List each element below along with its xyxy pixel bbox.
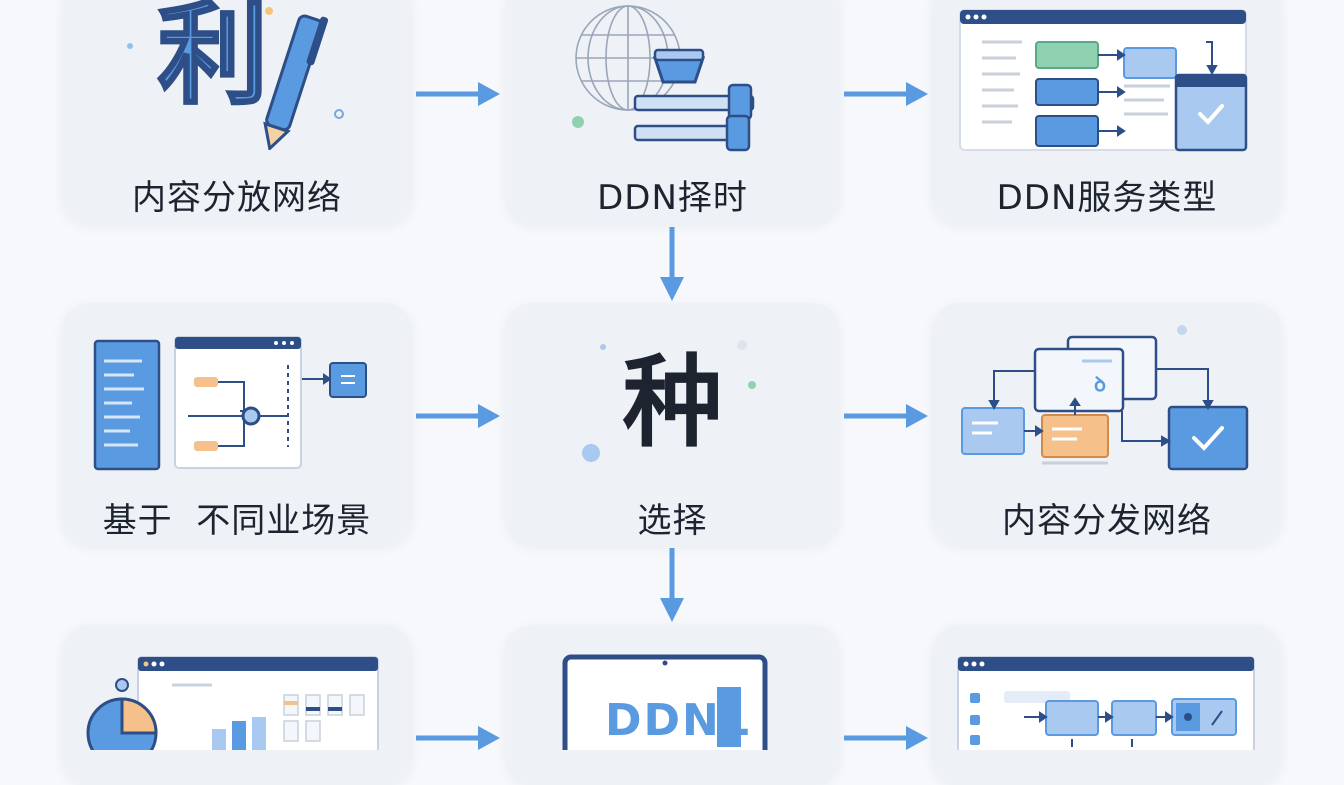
monitor-icon	[562, 654, 768, 750]
arrow-right-icon	[844, 404, 928, 428]
card-label: DDN服务类型	[996, 178, 1218, 218]
card-selection: 种 选择	[505, 303, 840, 546]
workflow-window-icon	[959, 9, 1248, 152]
card-label: DDN择时	[597, 178, 748, 218]
card-pipeline-window	[932, 625, 1282, 785]
arrow-right-icon	[416, 404, 500, 428]
card-analytics-dashboard	[62, 625, 412, 785]
card-content-delivery-network: ꝺ 内容分发网络	[932, 303, 1282, 546]
card-label: 内容分发网络	[1002, 501, 1212, 541]
chart-dashboard-icon	[86, 656, 379, 750]
arrow-down-icon	[660, 227, 684, 301]
monitor-screen-text: DDNL	[605, 695, 751, 746]
pen-icon	[127, 7, 344, 150]
flowchart-check-icon: ꝺ	[961, 325, 1249, 471]
decorative-dots	[582, 340, 756, 462]
card-content-network-pen: 利 内容分放网络	[62, 0, 412, 225]
pipeline-window-icon	[957, 656, 1255, 750]
arrow-right-icon	[416, 82, 500, 106]
arrow-right-icon	[844, 726, 928, 750]
card-ddn-monitor: DDNL	[505, 625, 840, 785]
card-label: 内容分放网络	[132, 178, 342, 218]
arrow-right-icon	[844, 82, 928, 106]
arrow-right-icon	[416, 726, 500, 750]
branching-flow-icon	[93, 336, 367, 471]
card-label: 选择	[637, 501, 708, 541]
card-business-scenarios: 基于 不同业场景	[62, 303, 412, 546]
large-glyph: 利	[157, 0, 270, 119]
globe-server-icon	[572, 5, 755, 152]
large-glyph: 种	[622, 344, 723, 461]
card-ddn-timing: DDN择时	[505, 0, 840, 225]
card-label: 基于 不同业场景	[102, 501, 372, 541]
arrow-down-icon	[660, 548, 684, 622]
svg-text:ꝺ: ꝺ	[1094, 372, 1106, 396]
card-ddn-service-types: DDN服务类型	[932, 0, 1282, 225]
